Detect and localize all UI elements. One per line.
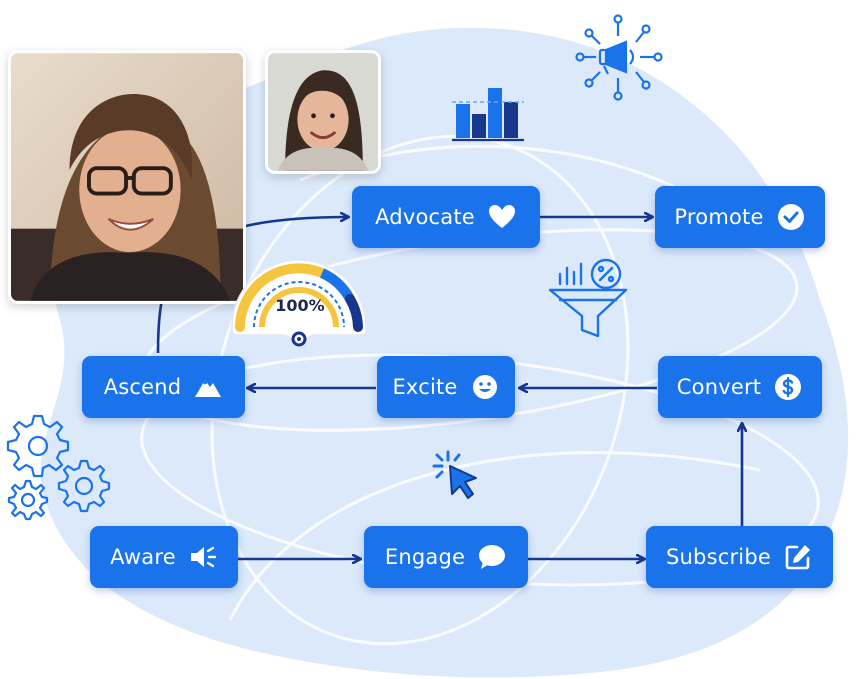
engage-label: Engage	[384, 545, 466, 569]
woman-with-glasses-portrait	[11, 53, 243, 301]
edit-icon	[785, 545, 810, 570]
ascend-label: Ascend	[103, 375, 182, 399]
progress-gauge	[231, 259, 367, 348]
promote-node[interactable]: Promote	[655, 186, 825, 248]
excite-node[interactable]: Excite	[377, 356, 515, 418]
heart-icon	[488, 205, 515, 228]
smiley-icon	[472, 375, 497, 399]
dollar-circle-icon	[775, 374, 802, 400]
advocate-node[interactable]: Advocate	[352, 186, 540, 248]
presenter-photo-small	[265, 50, 381, 174]
aware-node[interactable]: Aware	[90, 526, 238, 588]
megaphone-network-icon	[575, 14, 663, 101]
subscribe-label: Subscribe	[666, 545, 771, 569]
chat-bubble-icon	[479, 545, 506, 569]
engage-node[interactable]: Engage	[364, 526, 528, 588]
subscribe-node[interactable]: Subscribe	[646, 526, 833, 588]
gauge-value: 100%	[275, 296, 325, 315]
presenter-photo-large	[8, 50, 246, 304]
excite-label: Excite	[392, 375, 458, 399]
ascend-node[interactable]: Ascend	[82, 356, 245, 418]
mountain-icon	[195, 380, 222, 397]
convert-label: Convert	[676, 375, 762, 399]
smiling-woman-portrait	[268, 53, 378, 171]
promote-label: Promote	[674, 205, 764, 229]
speaker-icon	[190, 546, 217, 568]
aware-label: Aware	[110, 545, 176, 569]
click-cursor-icon	[432, 450, 477, 499]
advocate-label: Advocate	[375, 205, 475, 229]
check-circle-icon	[777, 204, 804, 230]
sales-funnel-icon	[548, 258, 628, 338]
convert-node[interactable]: Convert	[658, 356, 822, 418]
gears-icon	[6, 414, 111, 521]
bar-chart-icon	[452, 88, 524, 142]
